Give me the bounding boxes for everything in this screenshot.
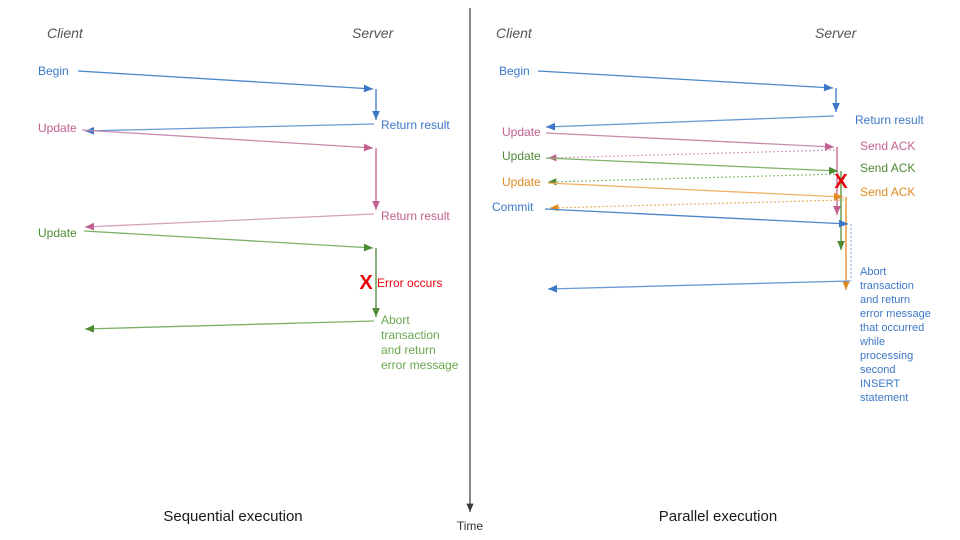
left-message-update-2: Update X Error occurs Abort transaction … — [38, 226, 459, 372]
time-axis: Time — [457, 8, 484, 533]
right-message-update-3: Update Send ACK — [502, 175, 915, 290]
right-reply-update-2: Send ACK — [860, 161, 915, 175]
left-reply-update-1: Return result — [381, 209, 450, 223]
left-error-label: Error occurs — [377, 276, 442, 290]
right-abort-line-7: second — [860, 364, 895, 376]
right-label-update-3: Update — [502, 175, 541, 189]
left-label-update-1: Update — [38, 121, 77, 135]
left-abort-line-1: transaction — [381, 328, 440, 342]
right-server-title: Server — [815, 25, 858, 41]
right-message-commit: Commit Abort transaction and return erro… — [492, 200, 931, 404]
right-reply-update-3: Send ACK — [860, 185, 915, 199]
left-message-update-1: Update Return result — [38, 121, 450, 231]
left-server-title: Server — [352, 25, 395, 41]
right-abort-line-8: INSERT — [860, 378, 900, 390]
right-abort-line-5: while — [859, 336, 885, 348]
right-abort-line-9: statement — [860, 392, 908, 404]
right-abort-line-6: processing — [860, 350, 913, 362]
right-message-update-2: Update Send ACK — [502, 149, 915, 250]
left-reply-begin: Return result — [381, 118, 450, 132]
left-message-begin: Begin Return result — [38, 64, 450, 135]
right-error-x-icon: X — [834, 171, 848, 193]
right-label-commit: Commit — [492, 200, 534, 214]
right-abort-line-1: transaction — [860, 280, 914, 292]
right-abort-line-2: and return — [860, 294, 910, 306]
left-caption: Sequential execution — [163, 508, 302, 525]
right-message-begin: Begin Return result — [499, 64, 924, 131]
right-reply-update-1: Send ACK — [860, 139, 915, 153]
left-abort-line-3: error message — [381, 358, 459, 372]
left-abort-line-2: and return — [381, 343, 436, 357]
left-abort-line-0: Abort — [381, 313, 410, 327]
right-client-title: Client — [496, 25, 533, 41]
left-label-update-2: Update — [38, 226, 77, 240]
right-abort-line-4: that occurred — [860, 322, 924, 334]
right-message-update-1: Update Send ACK — [502, 125, 915, 215]
right-label-begin: Begin — [499, 64, 530, 78]
right-abort-line-3: error message — [860, 308, 931, 320]
left-client-title: Client — [47, 25, 84, 41]
right-panel: Client Server Begin Return result Update… — [492, 25, 931, 525]
left-label-begin: Begin — [38, 64, 69, 78]
right-label-update-2: Update — [502, 149, 541, 163]
left-panel: Client Server Begin Return result Update… — [38, 25, 459, 525]
right-caption: Parallel execution — [659, 508, 777, 525]
right-abort-line-0: Abort — [860, 266, 886, 278]
left-error-x-icon: X — [359, 272, 373, 294]
right-label-update-1: Update — [502, 125, 541, 139]
right-reply-begin: Return result — [855, 113, 924, 127]
time-axis-label: Time — [457, 519, 484, 533]
